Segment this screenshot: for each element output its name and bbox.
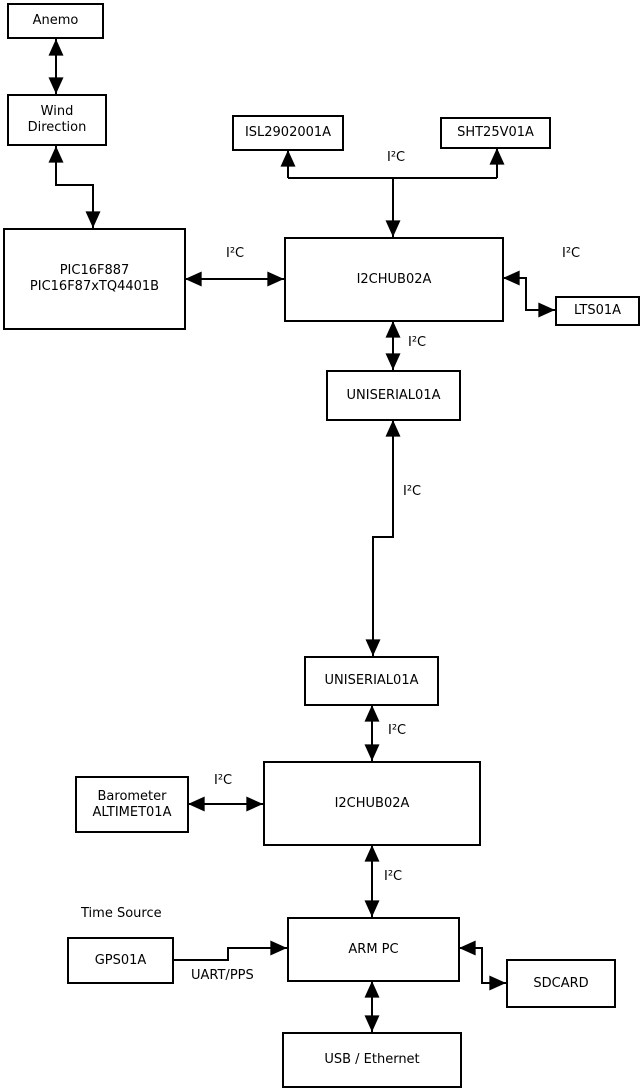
node-isl2902001a-label: ISL2902001A	[244, 125, 332, 140]
connector-winddirection-pic	[48, 146, 101, 228]
label-time-source: Time Source	[81, 906, 162, 921]
connector-gps-armpc	[173, 940, 288, 961]
node-i2chub-bottom: I2CHUB02A	[263, 761, 481, 846]
node-i2chub-bottom-label: I2CHUB02A	[334, 795, 410, 811]
label-i2c-sensor-bus: I²C	[387, 150, 406, 165]
node-gps01a-label: GPS01A	[94, 952, 147, 968]
label-i2c-hub-uniserial-top: I²C	[408, 335, 427, 350]
label-i2c-lts: I²C	[562, 246, 581, 261]
label-i2c-hub-armpc: I²C	[384, 869, 403, 884]
label-i2c-pic-hub: I²C	[226, 246, 245, 261]
node-sdcard: SDCARD	[506, 959, 616, 1008]
node-anemo-label: Anemo	[32, 13, 79, 28]
label-i2c-uniserial-link: I²C	[403, 484, 422, 499]
node-isl2902001a: ISL2902001A	[232, 115, 344, 151]
node-uniserial-top: UNISERIAL01A	[326, 370, 461, 421]
node-barometer: Barometer ALTIMET01A	[75, 776, 189, 833]
node-arm-pc-label: ARM PC	[348, 941, 399, 957]
node-usb-ethernet-label: USB / Ethernet	[324, 1052, 420, 1067]
node-pic-label: PIC16F887 PIC16F87xTQ4401B	[29, 263, 160, 294]
node-lts01a: LTS01A	[555, 296, 640, 326]
label-i2c-uniserial-hub-bottom: I²C	[388, 723, 407, 738]
node-wind-direction: Wind Direction	[7, 94, 107, 146]
node-arm-pc: ARM PC	[287, 917, 460, 982]
node-anemo: Anemo	[7, 3, 104, 39]
connector-armpc-sdcard	[458, 940, 507, 991]
node-sht25v01a-label: SHT25V01A	[457, 125, 534, 140]
node-pic: PIC16F887 PIC16F87xTQ4401B	[3, 228, 186, 330]
node-lts01a-label: LTS01A	[573, 303, 622, 318]
node-wind-direction-label: Wind Direction	[27, 104, 87, 135]
node-i2chub-top: I2CHUB02A	[284, 237, 504, 322]
connector-i2chub-top-lts	[503, 270, 555, 318]
connector-uniserial-top-uniserial-bottom	[365, 419, 401, 656]
node-sht25v01a: SHT25V01A	[440, 117, 551, 149]
node-usb-ethernet: USB / Ethernet	[282, 1032, 462, 1088]
label-i2c-barometer: I²C	[214, 773, 233, 788]
node-uniserial-bottom-label: UNISERIAL01A	[324, 673, 419, 688]
node-uniserial-top-label: UNISERIAL01A	[346, 387, 441, 403]
node-gps01a: GPS01A	[67, 937, 174, 984]
node-i2chub-top-label: I2CHUB02A	[356, 271, 432, 287]
node-barometer-label: Barometer ALTIMET01A	[92, 788, 172, 820]
node-sdcard-label: SDCARD	[533, 975, 589, 991]
node-uniserial-bottom: UNISERIAL01A	[304, 656, 439, 706]
label-uart-pps: UART/PPS	[191, 968, 254, 983]
